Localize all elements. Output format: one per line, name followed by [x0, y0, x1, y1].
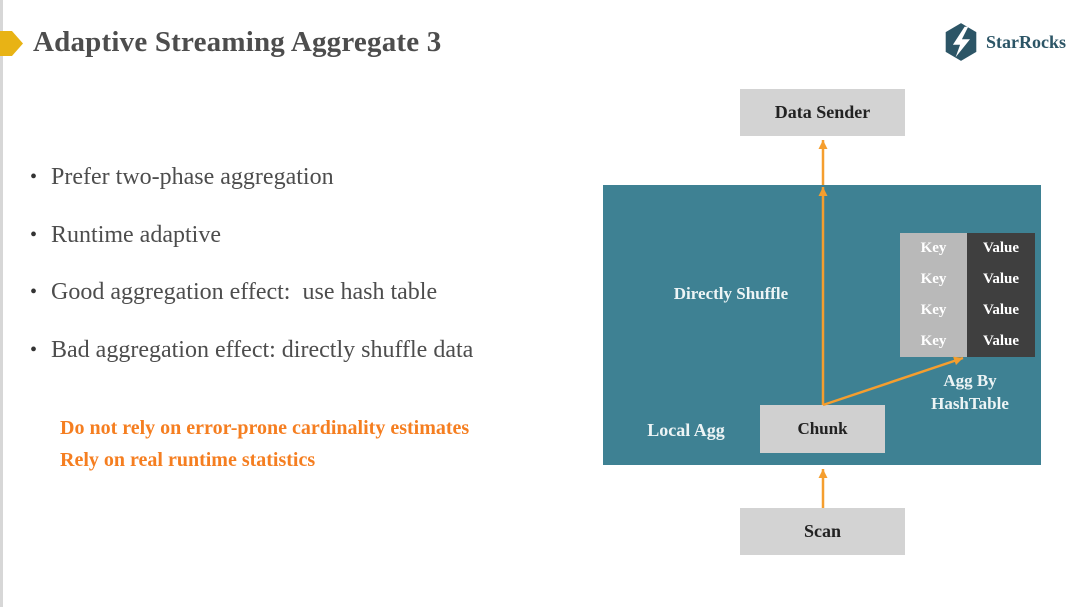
hash-table-value-cell: Value [967, 295, 1035, 326]
hash-table-value-cell: Value [967, 233, 1035, 264]
highlight-notes: Do not rely on error-prone cardinality e… [60, 412, 469, 476]
note-line: Do not rely on error-prone cardinality e… [60, 417, 470, 439]
hash-table-value-cell: Value [967, 326, 1035, 357]
slide-left-edge [0, 0, 3, 607]
page-title: Adaptive Streaming Aggregate 3 [33, 26, 442, 58]
hash-table-key-cell: Key [900, 233, 967, 264]
agg-by-hashtable-label: Agg By HashTable [900, 369, 1040, 415]
scan-box: Scan [740, 508, 905, 555]
local-agg-label: Local Agg [647, 420, 725, 440]
bullet-item: Runtime adaptive [30, 207, 473, 265]
directly-shuffle-label: Directly Shuffle [673, 284, 789, 303]
hash-table-key-cell: Key [900, 264, 967, 295]
bullet-item: Bad aggregation effect: directly shuffle… [30, 322, 473, 380]
agg-by-line: HashTable [931, 394, 1009, 413]
hash-table: Key Value Key Value Key Value Key Value [900, 233, 1035, 357]
hash-table-value-cell: Value [967, 264, 1035, 295]
chunk-box: Chunk [760, 405, 885, 453]
bullet-item: Good aggregation effect: use hash table [30, 264, 473, 322]
hash-table-key-cell: Key [900, 295, 967, 326]
bullet-list: Prefer two-phase aggregation Runtime ada… [30, 149, 473, 379]
note-line: Rely on real runtime statistics [60, 449, 316, 471]
title-bullet-marker [0, 31, 23, 56]
starrocks-hexagon-icon [945, 23, 977, 61]
agg-by-line: Agg By [943, 371, 997, 390]
hash-table-key-cell: Key [900, 326, 967, 357]
data-sender-box: Data Sender [740, 89, 905, 136]
starrocks-logo-text: StarRocks [986, 31, 1066, 52]
bullet-item: Prefer two-phase aggregation [30, 149, 473, 207]
starrocks-logo: StarRocks [943, 22, 1066, 62]
